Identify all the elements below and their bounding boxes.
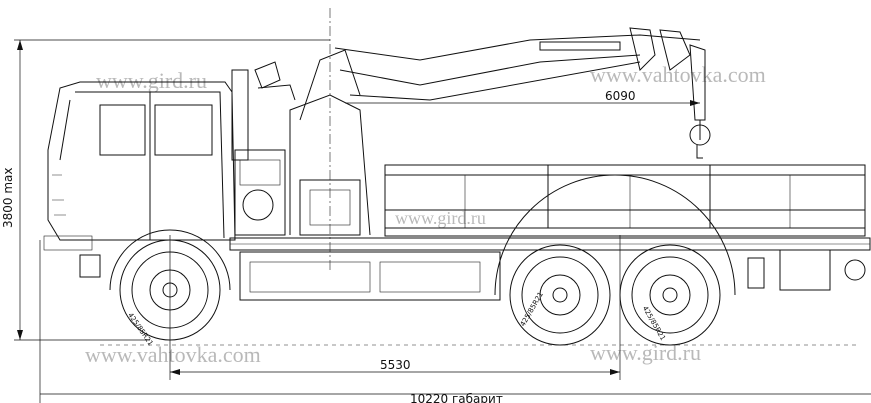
- truck-cab: [43, 81, 236, 278]
- boom-reach-dimension: 6090: [345, 89, 700, 106]
- chassis-frame: [229, 237, 871, 301]
- rear-tire-1-label: 425/85R21: [519, 291, 545, 328]
- overall-length-label: 10220 габарит: [410, 392, 503, 403]
- watermark-bottom-left: www.vahtovka.com: [85, 342, 261, 367]
- watermark-top-left: www.gird.ru: [96, 68, 207, 93]
- watermark-top-right: www.vahtovka.com: [590, 62, 766, 87]
- height-dimension: 3800 max: [1, 39, 330, 341]
- height-dimension-label: 3800 max: [1, 168, 15, 229]
- rear-wheel-1: 425/85R21: [509, 244, 611, 346]
- rear-fender: [494, 174, 736, 296]
- cargo-platform: [384, 164, 866, 237]
- wheelbase-dimension: 5530: [169, 235, 621, 380]
- wheelbase-label: 5530: [380, 358, 411, 372]
- watermark-bottom-right: www.gird.ru: [590, 340, 701, 365]
- overall-length-dimension: 10220 габарит: [39, 240, 871, 403]
- engine-unit: [234, 149, 286, 236]
- operator-seat: [231, 61, 296, 161]
- rear-wheel-2: 425/85R21: [619, 244, 721, 346]
- boom-reach-label: 6090: [605, 89, 636, 103]
- crane: [289, 27, 711, 236]
- watermark-middle: www.gird.ru: [395, 208, 486, 228]
